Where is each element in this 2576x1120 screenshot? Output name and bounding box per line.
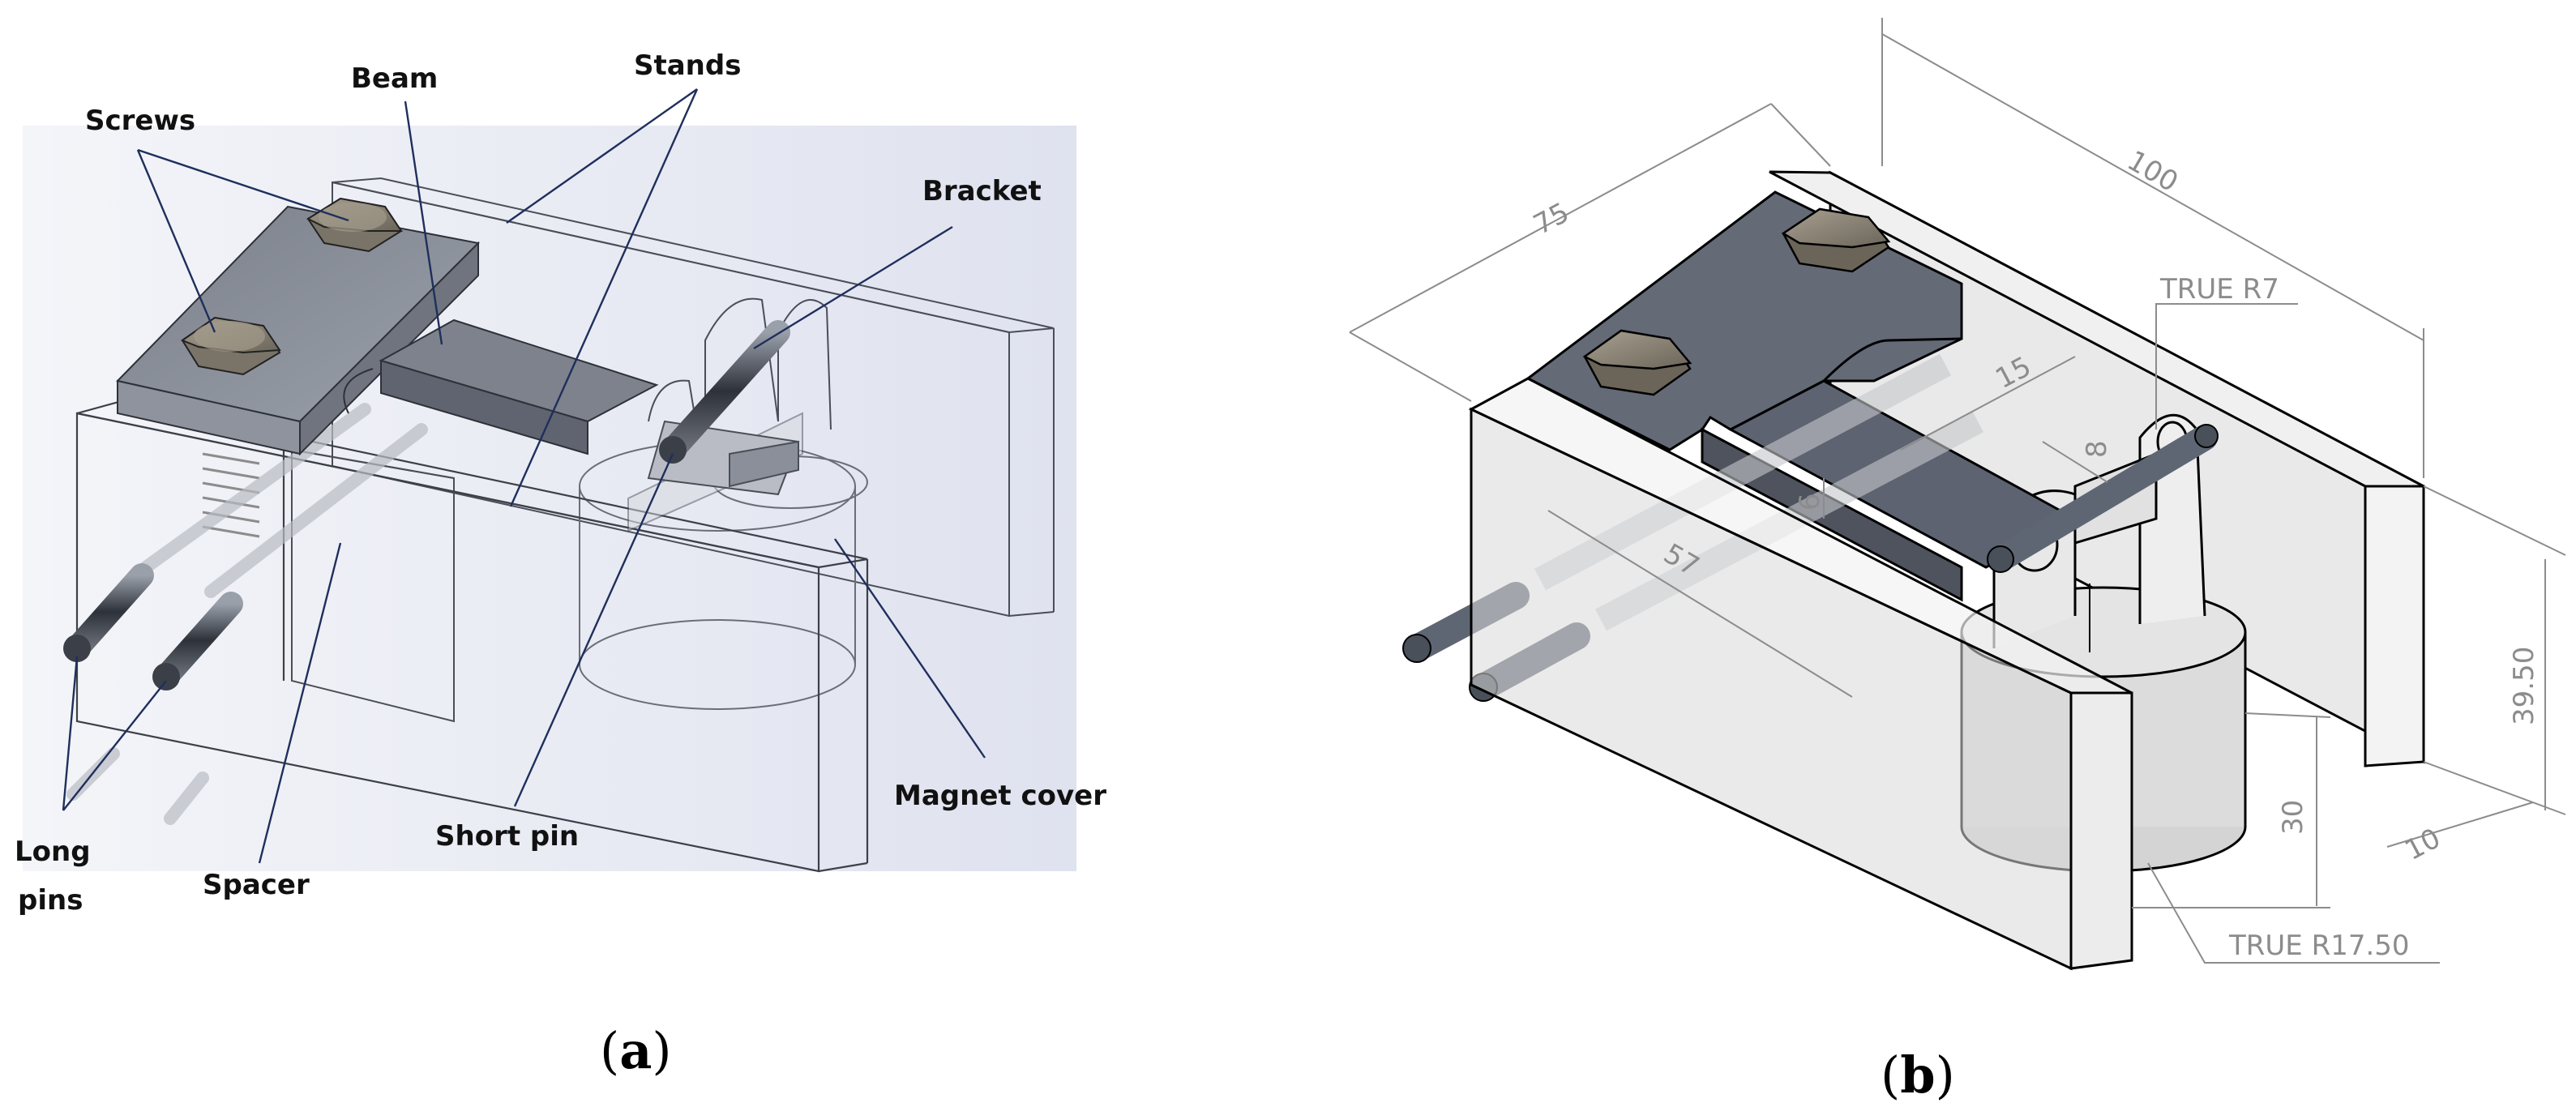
- b-front-stand: [1468, 377, 2133, 971]
- screw-head-front: [180, 316, 281, 376]
- label-long-pins-line1: Long: [15, 836, 91, 868]
- label-spacer: Spacer: [203, 869, 310, 901]
- screw-heads: [180, 197, 403, 376]
- leader-screws-1: [137, 148, 349, 222]
- b-bolts: [1582, 207, 1891, 396]
- dim-100: 100: [2122, 144, 2184, 199]
- dim-8: 8: [2081, 440, 2113, 458]
- screw-head-rear: [306, 197, 403, 253]
- label-screws: Screws: [85, 105, 195, 137]
- caption-b: (b): [1881, 1045, 1955, 1105]
- caption-a: (a): [600, 1021, 672, 1080]
- long-pins: [63, 563, 243, 690]
- b-bolt-front: [1582, 329, 1692, 396]
- label-short-pin: Short pin: [435, 820, 579, 853]
- label-stands: Stands: [634, 49, 741, 82]
- leader-long-pins-2: [62, 680, 167, 811]
- label-magnet-cover: Magnet cover: [894, 780, 1106, 812]
- label-long-pins-line2: pins: [18, 884, 83, 917]
- leader-short-pin: [513, 453, 674, 807]
- label-bracket: Bracket: [922, 175, 1042, 207]
- dim-75: 75: [1528, 196, 1574, 242]
- leader-magnet-cover: [834, 538, 986, 759]
- b-dimension-lines: [1349, 18, 2566, 964]
- dim-6: 6: [1794, 493, 1826, 511]
- leader-beam: [404, 100, 443, 345]
- label-beam: Beam: [351, 62, 438, 95]
- b-bolt-rear: [1781, 207, 1891, 273]
- leader-screws-2: [136, 149, 216, 333]
- leader-long-pins-1: [62, 656, 79, 811]
- leader-stands-2: [509, 88, 699, 507]
- render-background: [23, 126, 1076, 871]
- short-pin: [659, 320, 790, 464]
- leader-spacer: [258, 542, 342, 864]
- leader-stands-1: [506, 88, 698, 224]
- dim-39-50: 39.50: [2508, 647, 2540, 725]
- panel-b: 75 100 TRUE R7 15 8 6 57 39.50 30 10 TRU…: [1349, 18, 2566, 1105]
- dim-true-r17-50: TRUE R17.50: [2228, 930, 2410, 962]
- dim-30: 30: [2277, 800, 2309, 835]
- leader-lines: [62, 88, 986, 864]
- panel-a: Screws Beam Stands Bracket Magnet cover …: [15, 49, 1106, 1080]
- dim-10: 10: [2399, 822, 2445, 867]
- long-pin-ghosts: [66, 403, 428, 825]
- b-short-pin: [1987, 424, 2219, 573]
- dim-true-r7: TRUE R7: [2159, 273, 2279, 306]
- leader-bracket: [753, 225, 953, 350]
